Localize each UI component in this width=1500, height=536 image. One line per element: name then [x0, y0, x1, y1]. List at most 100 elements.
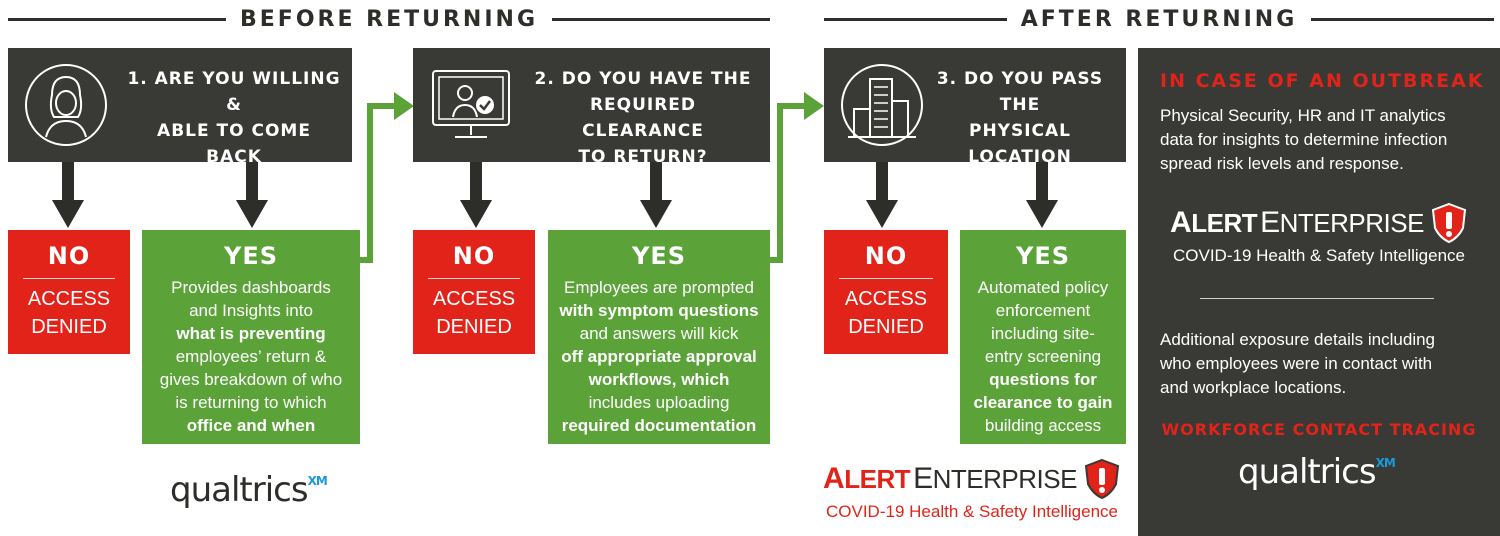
question-line: REQUIRED CLEARANCE — [582, 95, 704, 141]
alert-word: ALERT — [1170, 206, 1258, 239]
outbreak-line: data for insights to determine infection — [1160, 130, 1448, 149]
no-line: DENIED — [436, 316, 512, 338]
question-line: REQUIREMENTS? — [933, 173, 1107, 193]
arrow-down-icon — [236, 162, 268, 228]
no-label: NO — [864, 242, 908, 270]
outbreak-paragraph-1: Physical Security, HR and IT analytics d… — [1160, 104, 1490, 176]
alert-enterprise-logo-panel: ALERT ENTERPRISE COVID-19 Health & Safet… — [1138, 202, 1500, 266]
yes-line: workflows, which — [588, 370, 730, 389]
alert-enterprise-tagline: COVID-19 Health & Safety Intelligence — [826, 502, 1118, 521]
no-line: ACCESS — [844, 288, 928, 310]
question-text: 3. DO YOU PASS THE PHYSICAL LOCATION REQ… — [924, 66, 1116, 196]
no-line: DENIED — [848, 316, 924, 338]
arrow-down-icon — [52, 162, 84, 228]
question-line: 2. DO YOU HAVE THE — [534, 69, 752, 89]
yes-line: is returning to which — [175, 393, 327, 412]
question-text: 2. DO YOU HAVE THE REQUIRED CLEARANCE TO… — [526, 66, 760, 170]
qualtrics-wordmark: qualtrics — [170, 470, 309, 510]
city-buildings-icon — [841, 64, 923, 146]
qualtrics-logo-panel: qualtricsXM — [1238, 452, 1396, 492]
alert-enterprise-tagline: COVID-19 Health & Safety Intelligence — [1173, 246, 1465, 265]
section-title-text: AFTER RETURNING — [1020, 6, 1298, 32]
no-text: ACCESS DENIED — [413, 285, 535, 341]
outbreak-panel: IN CASE OF AN OUTBREAK Physical Security… — [1138, 48, 1500, 536]
section-title-after: AFTER RETURNING — [824, 4, 1495, 34]
no-box-2: NO ACCESS DENIED — [413, 230, 535, 354]
outbreak-line: spread risk levels and response. — [1160, 154, 1404, 173]
yes-line: and Insights into — [189, 301, 313, 320]
yes-line: gives breakdown of who — [159, 370, 343, 389]
arrow-down-icon — [1026, 162, 1058, 228]
arrow-down-icon — [640, 162, 672, 228]
yes-label: YES — [223, 242, 279, 270]
question-line: ABLE TO COME BACK — [157, 121, 311, 167]
divider — [1200, 298, 1434, 299]
yes-line: office and when — [186, 416, 316, 435]
question-text: 1. ARE YOU WILLING & ABLE TO COME BACK T… — [126, 66, 342, 196]
enterprise-word: ENTERPRISE — [913, 462, 1077, 495]
question-box-2: 2. DO YOU HAVE THE REQUIRED CLEARANCE TO… — [413, 48, 770, 167]
outbreak-title: IN CASE OF AN OUTBREAK — [1160, 70, 1485, 92]
shield-exclamation-icon — [1084, 458, 1120, 500]
question-line: PHYSICAL LOCATION — [968, 121, 1072, 167]
qualtrics-logo: qualtricsXM — [170, 470, 328, 510]
yes-line: Employees are prompted — [564, 278, 754, 297]
yes-text: Provides dashboards and Insights into what… — [148, 276, 354, 437]
no-box-3: NO ACCESS DENIED — [824, 230, 948, 354]
no-text: ACCESS DENIED — [8, 285, 130, 341]
section-title-before: BEFORE RETURNING — [8, 4, 771, 34]
yes-box-1: YES Provides dashboards and Insights into… — [142, 230, 360, 444]
no-box-1: NO ACCESS DENIED — [8, 230, 130, 354]
yes-line: Provides dashboards — [171, 278, 331, 297]
outbreak-line: and workplace locations. — [1160, 378, 1347, 397]
shield-exclamation-icon — [1431, 202, 1467, 244]
yes-line: includes uploading — [588, 393, 730, 412]
yes-label: YES — [1015, 242, 1071, 270]
question-line: 1. ARE YOU WILLING & — [127, 69, 341, 115]
yes-line: clearance to gain — [973, 393, 1113, 412]
qualtrics-wordmark: qualtrics — [1238, 452, 1377, 492]
arrow-down-icon — [866, 162, 898, 228]
qualtrics-xm: XM — [1375, 456, 1396, 470]
yes-line: building access — [984, 416, 1102, 435]
yes-line: and answers will kick — [579, 324, 739, 343]
yes-line: Automated policy — [977, 278, 1109, 297]
qualtrics-xm: XM — [307, 474, 328, 488]
yes-label: YES — [631, 242, 687, 270]
question-line: TO WORK? — [179, 173, 289, 193]
outbreak-line: who employees were in contact with — [1160, 354, 1433, 373]
divider — [22, 278, 116, 279]
divider — [838, 278, 934, 279]
monitor-check-icon — [432, 70, 510, 138]
yes-line: required documentation — [561, 416, 757, 435]
enterprise-word: ENTERPRISE — [1260, 206, 1424, 239]
question-line: 3. DO YOU PASS THE — [936, 69, 1104, 115]
no-label: NO — [452, 242, 496, 270]
outbreak-paragraph-2: Additional exposure details including wh… — [1160, 328, 1490, 400]
no-line: DENIED — [31, 316, 107, 338]
alert-enterprise-logo: ALERT ENTERPRISE COVID-19 Health & Safet… — [810, 458, 1134, 522]
no-line: ACCESS — [27, 288, 111, 310]
section-title-text: BEFORE RETURNING — [240, 6, 539, 32]
divider — [427, 278, 521, 279]
connector-arrow-icon — [360, 92, 414, 263]
question-line: TO RETURN? — [578, 147, 708, 167]
outbreak-line: Additional exposure details including — [1160, 330, 1436, 349]
yes-line: off appropriate approval — [561, 347, 757, 366]
no-line: ACCESS — [432, 288, 516, 310]
no-label: NO — [47, 242, 91, 270]
connector-arrow-icon — [770, 92, 824, 263]
yes-line: entry screening — [984, 347, 1102, 366]
outbreak-line: Physical Security, HR and IT analytics — [1160, 106, 1446, 125]
no-text: ACCESS DENIED — [824, 285, 948, 341]
arrow-down-icon — [460, 162, 492, 228]
yes-line: including site- — [991, 324, 1095, 343]
contact-tracing-label: WORKFORCE CONTACT TRACING — [1161, 420, 1477, 439]
question-box-3: 3. DO YOU PASS THE PHYSICAL LOCATION REQ… — [824, 48, 1126, 193]
alert-enterprise-wordmark: ALERT ENTERPRISE — [810, 458, 1134, 500]
yes-line: what is preventing — [176, 324, 326, 343]
